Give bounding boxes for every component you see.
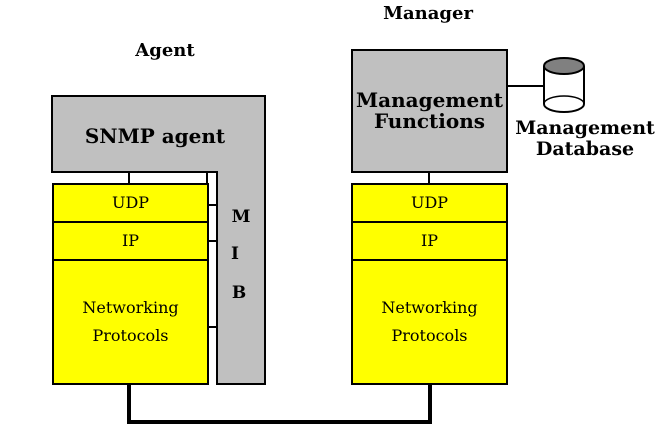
agent-ip-label: IP (121, 231, 140, 250)
agent-ip-layer: IP (52, 221, 209, 261)
management-functions-line1: Management (356, 88, 503, 112)
agent-connector-2 (206, 172, 208, 184)
network-link-right (428, 384, 432, 424)
manager-ip-label: IP (420, 231, 439, 250)
mib-tick-2 (208, 240, 218, 242)
manager-ip-layer: IP (351, 221, 508, 261)
mib-tick-1 (208, 204, 218, 206)
database-link (507, 85, 545, 87)
mib-letter-i: I (231, 244, 239, 264)
management-database-label: Management Database (510, 118, 660, 160)
agent-udp-layer: UDP (52, 183, 209, 223)
manager-connector (428, 172, 430, 184)
agent-connector (128, 172, 130, 184)
manager-udp-layer: UDP (351, 183, 508, 223)
snmp-agent-label: SNMP agent (84, 124, 226, 148)
agent-networking-label-2: Protocols (92, 326, 169, 345)
manager-heading: Manager (383, 3, 473, 24)
manager-udp-label: UDP (410, 193, 449, 212)
agent-heading: Agent (135, 40, 195, 61)
management-functions-box (351, 49, 508, 173)
management-functions-label: Management Functions (351, 90, 508, 132)
agent-udp-label: UDP (111, 193, 150, 212)
mib-letter-b: B (231, 283, 247, 303)
manager-networking-layer: Networking Protocols (351, 259, 508, 385)
manager-networking-label-1: Networking (381, 298, 478, 317)
management-functions-line2: Functions (373, 109, 486, 133)
mib-tick-3 (208, 326, 218, 328)
management-database-line1: Management (515, 117, 655, 139)
network-link-bottom (127, 420, 432, 424)
network-link-left (127, 384, 131, 424)
mib-letter-m: M (231, 207, 251, 227)
manager-networking-label-2: Protocols (391, 326, 468, 345)
agent-networking-layer: Networking Protocols (52, 259, 209, 385)
agent-networking-label-1: Networking (82, 298, 179, 317)
management-database-line2: Database (535, 138, 635, 160)
